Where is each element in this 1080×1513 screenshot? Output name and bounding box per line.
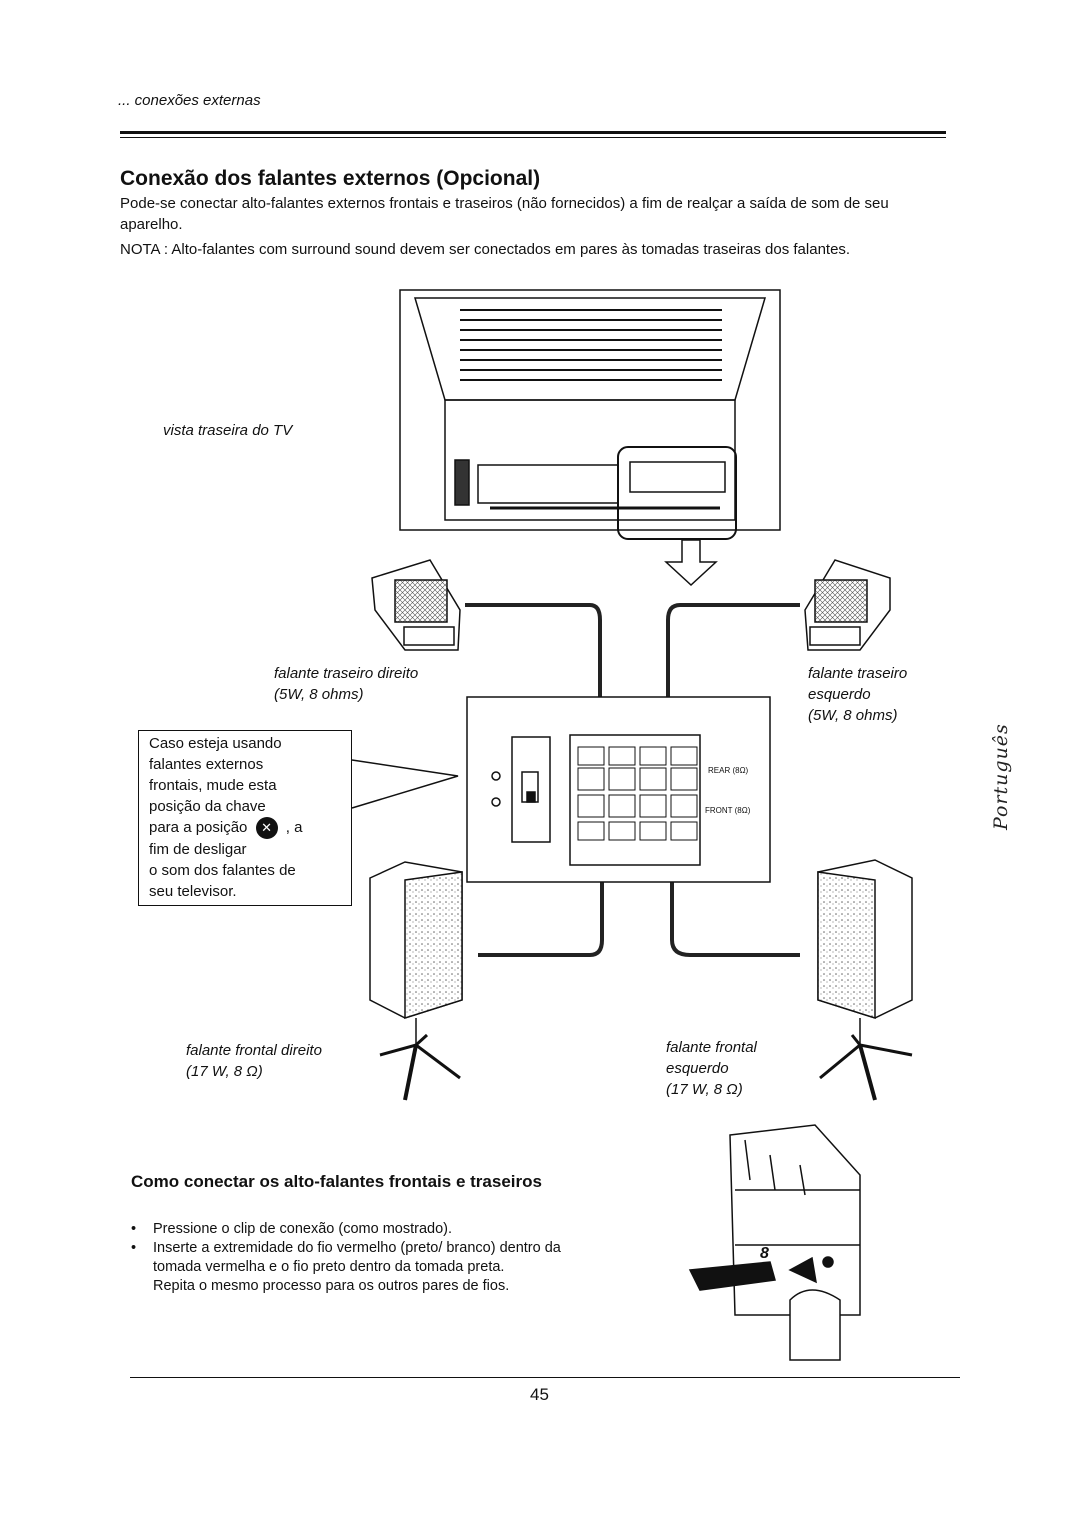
callout-line1: Caso esteja usando [149,735,282,752]
front-left-speaker-icon [817,859,913,1101]
callout-line5a: para a posição [149,819,248,836]
clip-length-label: 8 [760,1245,769,1262]
page-number: 45 [530,1385,549,1404]
howto-title: Como conectar os alto-falantes frontais … [131,1172,542,1191]
howto-item-2: • Inserte a extremidade do fio vermelho … [131,1239,581,1277]
rear-left-line2: esquerdo [808,686,871,703]
callout-line6: fim de desligar [149,841,247,859]
bullet: • [131,1221,137,1237]
howto-repeat: Repita o mesmo processo para os outros p… [153,1278,510,1294]
howto-item-1-text: Pressione o clip de conexão (como mostra… [153,1221,453,1237]
terminal-rear-label: REAR (8Ω) [708,766,749,775]
rear-left-caption: falante traseiro esquerdo (5W, 8 ohms) [808,663,907,726]
header-rule-thin [120,137,946,138]
front-left-line3: (17 W, 8 Ω) [666,1081,743,1098]
rear-left-speaker-icon [804,559,891,651]
rear-left-line1: falante traseiro [808,665,908,682]
rear-left-line3: (5W, 8 ohms) [808,707,898,724]
terminal-panel [466,696,771,883]
tv-rear-illustration [399,289,781,540]
callout-line4: posição da chave [149,798,266,815]
section-label: ... conexões externas [118,92,261,109]
howto-item-2-text: Inserte a extremidade do fio vermelho (p… [153,1240,561,1275]
callout-line2: falantes externos [149,756,264,773]
switch-callout: Caso esteja usando falantes externos fro… [138,730,352,906]
callout-line7: o som dos falantes de [149,862,296,880]
howto-list: • Pressione o clip de conexão (como most… [131,1220,581,1296]
note-paragraph: NOTA : Alto-falantes com surround sound … [120,241,851,258]
intro-paragraph: Pode-se conectar alto-falantes externos … [120,195,889,233]
howto-item-1: • Pressione o clip de conexão (como most… [131,1220,581,1239]
header-rule [120,131,946,134]
rear-right-line1: falante traseiro direito [274,665,419,682]
speaker-off-icon: ✕ [255,817,278,840]
front-right-line2: (17 W, 8 Ω) [186,1063,263,1080]
front-left-caption: falante frontal esquerdo (17 W, 8 Ω) [666,1037,757,1100]
language-tab: Português [990,723,1012,830]
rear-right-line2: (5W, 8 ohms) [274,686,364,703]
zoom-arrow-icon [664,539,718,587]
bullet: • [131,1240,137,1256]
callout-line8: seu televisor. [149,883,237,901]
page-title: Conexão dos falantes externos (Opcional) [120,167,541,190]
clip-illustration [688,1124,861,1361]
front-left-line2: esquerdo [666,1060,729,1077]
front-right-line1: falante frontal direito [186,1042,322,1059]
front-left-line1: falante frontal [666,1039,757,1056]
rear-right-caption: falante traseiro direito (5W, 8 ohms) [274,663,418,705]
callout-pointer [351,759,459,809]
front-right-caption: falante frontal direito (17 W, 8 Ω) [186,1040,322,1082]
front-right-speaker-icon [369,861,463,1101]
callout-line3: frontais, mude esta [149,777,277,794]
terminal-front-label: FRONT (8Ω) [705,806,751,815]
footer-rule [130,1377,960,1378]
tv-rear-caption: vista traseira do TV [163,422,293,439]
callout-line5: para a posição ✕ , a [149,817,351,840]
rear-right-speaker-icon [371,559,461,651]
speaker-cables [465,603,800,957]
callout-line5b: , a [285,819,303,836]
